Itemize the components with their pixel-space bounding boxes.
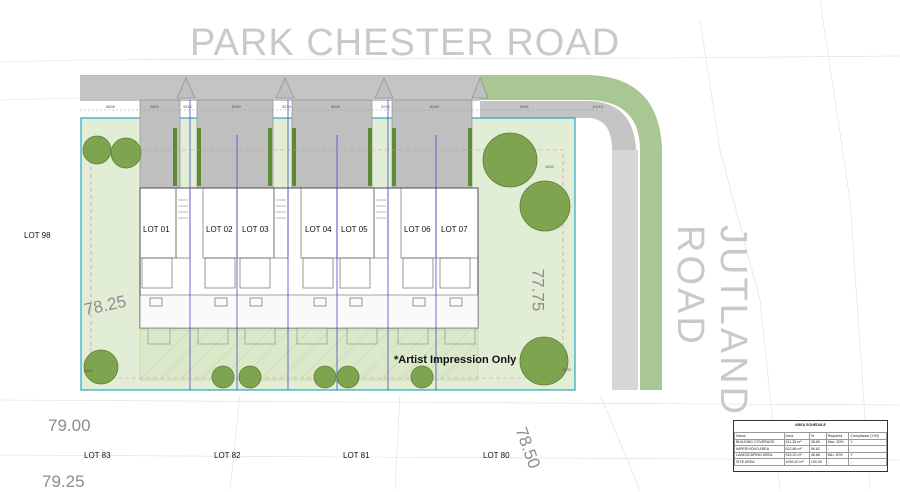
table-cell: SITE AREA [734, 458, 785, 466]
dimension-text: 11044 [592, 104, 604, 109]
dimension-text: 6000 [232, 104, 242, 109]
park-chester-road-label: PARK CHESTER ROAD [190, 22, 621, 64]
unit-lot-06-label: LOT 06 [404, 225, 431, 234]
lot-82-label: LOT 82 [214, 451, 241, 460]
table-row: LANDSCAPING AREA 515.20 m² 46.86 Min. 20… [734, 451, 887, 459]
driveways [139, 77, 489, 189]
hedges [173, 128, 472, 186]
tree [238, 365, 262, 389]
dimension-text: 3210 [381, 104, 391, 109]
table-cell: 100.00 [808, 458, 827, 466]
unit-lot-02-label: LOT 02 [206, 225, 233, 234]
dimension-text: 5826 [106, 104, 116, 109]
dimension-text: 2800 [150, 104, 160, 109]
tree [519, 336, 569, 386]
tree [519, 180, 571, 232]
unit-lot-03-label: LOT 03 [242, 225, 269, 234]
contour-label: 77.75 [528, 268, 548, 312]
table-cell: 1099.40 m² [783, 458, 810, 466]
tree [482, 132, 538, 188]
lot-81-label: LOT 81 [343, 451, 370, 460]
area-schedule-grid: Name Area % Required Compliance (Y/N) BU… [734, 432, 887, 466]
jutland-road-label: JUTLAND ROAD [669, 225, 754, 418]
tree [313, 365, 337, 389]
dimension-text: 1500 [545, 164, 555, 169]
table-cell: - [848, 458, 887, 466]
tree [410, 365, 434, 389]
unit-boundaries [189, 100, 437, 390]
lot-98-label: LOT 98 [24, 231, 51, 240]
dimension-text: 5981 [520, 104, 530, 109]
unit-lot-04-label: LOT 04 [305, 225, 332, 234]
contour-label: 79.25 [42, 472, 85, 491]
dimension-text: 3210 [282, 104, 292, 109]
dimension-text: 6000 [430, 104, 440, 109]
contour-label: 79.00 [48, 416, 91, 435]
area-schedule-title: AREA SCHEDULE [795, 423, 826, 427]
tree [211, 365, 235, 389]
table-cell: - [825, 458, 850, 466]
jutland-road-footpath [612, 150, 638, 390]
dimension-text: 3110 [183, 104, 192, 109]
dimension-text: 1500 [84, 368, 94, 373]
dimension-labels: 5826 2800 3110 6000 3210 6000 3210 6000 … [84, 104, 604, 373]
lot-83-label: LOT 83 [84, 451, 111, 460]
dimension-text: 1500 [562, 367, 572, 372]
dimension-text: 6000 [331, 104, 341, 109]
tree [83, 349, 119, 385]
tree [336, 365, 360, 389]
artist-impression-note: *Artist Impression Only [394, 354, 517, 366]
area-schedule-table: AREA SCHEDULE Name Area % Required Compl… [733, 420, 888, 472]
unit-lot-05-label: LOT 05 [341, 225, 368, 234]
unit-lot-07-label: LOT 07 [441, 225, 468, 234]
trees [82, 132, 571, 389]
unit-lot-01-label: LOT 01 [143, 225, 170, 234]
townhouse-block [139, 187, 479, 345]
tree [110, 137, 142, 169]
table-row: SITE AREA 1099.40 m² 100.00 - - [734, 458, 887, 466]
tree [82, 135, 112, 165]
lot-80-label: LOT 80 [483, 451, 510, 460]
north-road-carriageway [80, 76, 636, 390]
